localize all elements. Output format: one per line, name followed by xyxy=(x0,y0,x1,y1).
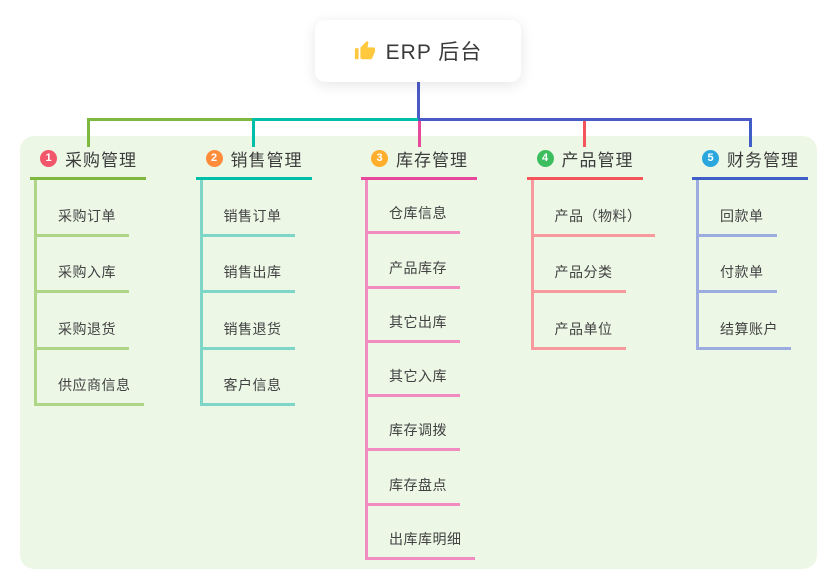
connector-bus-left xyxy=(86,118,254,121)
branch-label: 采购管理 xyxy=(65,151,137,170)
root-node: ERP 后台 xyxy=(315,20,521,82)
node-item: 采购入库 xyxy=(37,237,144,293)
branch-4-header: 4 产品管理 xyxy=(526,146,643,180)
node-item: 客户信息 xyxy=(202,350,295,406)
node-label: 采购退货 xyxy=(37,319,129,350)
node-item: 采购订单 xyxy=(37,180,144,237)
node-label: 回款单 xyxy=(699,206,777,237)
branch-label: 库存管理 xyxy=(396,151,468,170)
node-item: 销售退货 xyxy=(202,293,295,350)
branch-3-children: 仓库信息产品库存其它出库其它入库库存调拨库存盘点出库库明细 xyxy=(365,180,475,561)
branch-4: 4 产品管理产品（物料） 产品分类产品单位 xyxy=(526,146,687,350)
node-label: 产品（物料） xyxy=(533,206,655,237)
connector-drop-3 xyxy=(417,118,421,147)
node-label: 销售退货 xyxy=(202,319,295,350)
node-item: 其它入库 xyxy=(368,343,475,398)
node-label: 产品库存 xyxy=(368,258,460,289)
node-item: 其它出库 xyxy=(368,289,475,343)
branch-number-badge: 3 xyxy=(371,150,388,167)
connector-bus-right xyxy=(417,118,752,121)
branch-2-header: 2 销售管理 xyxy=(195,146,312,180)
branch-label: 产品管理 xyxy=(561,151,634,170)
connector-drop-1 xyxy=(86,118,90,147)
branch-1: 1 采购管理采购订单采购入库采购退货供应商信息 xyxy=(30,146,190,406)
node-item: 产品分类 xyxy=(533,237,655,293)
node-item: 付款单 xyxy=(699,237,791,293)
node-item: 库存调拨 xyxy=(368,397,475,452)
node-label: 出库库明细 xyxy=(368,529,475,561)
branch-4-children: 产品（物料） 产品分类产品单位 xyxy=(530,180,655,350)
branch-2-children: 销售订单销售出库销售退货客户信息 xyxy=(199,180,295,406)
branch-number-badge: 4 xyxy=(536,150,554,167)
branch-3-header: 3 库存管理 xyxy=(361,146,477,180)
node-label: 其它入库 xyxy=(368,366,460,398)
node-label: 采购订单 xyxy=(37,206,129,237)
branch-number-badge: 1 xyxy=(40,150,57,167)
connector-drop-4 xyxy=(583,118,586,147)
root-label: ERP 后台 xyxy=(385,41,483,64)
branch-5-children: 回款单付款单结算账户 xyxy=(696,180,791,350)
node-item: 采购退货 xyxy=(37,293,144,350)
branch-1-header: 1 采购管理 xyxy=(30,146,146,180)
node-item: 销售订单 xyxy=(202,180,295,237)
node-item: 产品（物料） xyxy=(533,180,655,237)
node-label: 供应商信息 xyxy=(37,375,144,406)
thumbs-up-icon xyxy=(354,40,375,60)
branch-3: 3 库存管理仓库信息产品库存其它出库其它入库库存调拨库存盘点出库库明细 xyxy=(361,146,521,561)
node-item: 回款单 xyxy=(699,180,791,237)
root-stem xyxy=(416,82,420,118)
node-item: 销售出库 xyxy=(202,237,295,293)
branch-1-children: 采购订单采购入库采购退货供应商信息 xyxy=(34,180,144,406)
node-label: 结算账户 xyxy=(699,319,791,350)
node-item: 产品库存 xyxy=(368,234,475,289)
node-label: 库存盘点 xyxy=(368,475,460,506)
node-item: 仓库信息 xyxy=(368,180,475,235)
node-item: 库存盘点 xyxy=(368,451,475,506)
branches-panel xyxy=(20,136,817,569)
branch-label: 销售管理 xyxy=(230,151,303,170)
node-label: 库存调拨 xyxy=(368,420,460,452)
node-label: 付款单 xyxy=(699,262,777,293)
branch-5-header: 5 财务管理 xyxy=(692,146,808,180)
node-label: 产品分类 xyxy=(533,262,626,293)
node-label: 销售订单 xyxy=(202,206,295,237)
node-label: 销售出库 xyxy=(202,262,295,293)
branch-2: 2 销售管理销售订单销售出库销售退货客户信息 xyxy=(195,146,356,406)
branch-5: 5 财务管理回款单付款单结算账户 xyxy=(692,146,839,350)
node-label: 产品单位 xyxy=(533,319,626,350)
node-label: 仓库信息 xyxy=(368,203,460,235)
node-item: 产品单位 xyxy=(533,293,655,350)
node-item: 供应商信息 xyxy=(37,350,144,406)
connector-drop-5 xyxy=(748,118,752,147)
node-label: 客户信息 xyxy=(202,375,295,406)
node-label: 其它出库 xyxy=(368,312,460,343)
node-item: 结算账户 xyxy=(699,293,791,350)
branch-number-badge: 5 xyxy=(702,150,719,167)
connector-bus-middle xyxy=(252,118,419,121)
connector-drop-2 xyxy=(252,118,255,147)
branch-label: 财务管理 xyxy=(727,151,799,170)
branch-number-badge: 2 xyxy=(205,150,223,167)
node-item: 出库库明细 xyxy=(368,506,475,561)
node-label: 采购入库 xyxy=(37,262,129,293)
